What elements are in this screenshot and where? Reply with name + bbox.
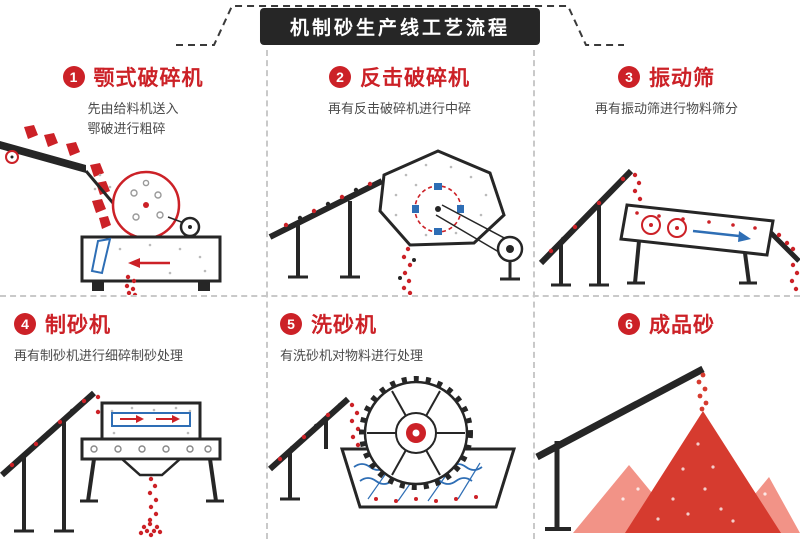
step-description: 有洗砂机对物料进行处理: [280, 348, 424, 363]
page-title: 机制砂生产线工艺流程: [259, 8, 541, 45]
step-name: 制砂机: [45, 314, 111, 337]
step-name: 振动筛: [649, 67, 715, 90]
step-name: 反击破碎机: [360, 67, 470, 90]
step-description: 再有振动筛进行物料筛分: [594, 101, 738, 116]
step-name: 洗砂机: [311, 314, 377, 337]
step-number-badge: 4: [14, 313, 36, 335]
step-heading: 2 反击破碎机: [266, 62, 533, 92]
step-number-badge: 6: [618, 313, 640, 335]
sand-maker-illustration: [0, 349, 266, 539]
step-heading: 1 颚式破碎机: [0, 62, 266, 92]
step-cell-sand-maker: 4 制砂机 再有制砂机进行细碎制砂处理: [0, 295, 266, 539]
step-heading: 6 成品砂: [533, 309, 800, 339]
grid-divider-vertical-1: [266, 50, 268, 539]
header: 机制砂生产线工艺流程: [0, 0, 800, 48]
finished-sand-illustration: [533, 349, 800, 539]
step-heading: 3 振动筛: [533, 62, 800, 92]
step-heading: 4 制砂机: [0, 309, 266, 339]
step-cell-finished-sand: 6 成品砂: [533, 295, 800, 539]
step-cell-impact-crusher: 2 反击破碎机 再有反击破碎机进行中碎: [266, 48, 533, 296]
step-description: 再有制砂机进行细碎制砂处理: [14, 348, 184, 363]
jaw-crusher-illustration: [0, 115, 266, 298]
step-cell-vibrating-screen: 3 振动筛 再有振动筛进行物料筛分: [533, 48, 800, 295]
step-number-badge: 3: [618, 66, 640, 88]
impact-crusher-illustration: [266, 115, 533, 296]
sand-washer-illustration: [266, 349, 533, 539]
step-description: 先由给料机送入 鄂破进行粗碎: [87, 101, 179, 137]
step-number-badge: 1: [62, 66, 85, 88]
step-cell-sand-washer: 5 洗砂机 有洗砂机对物料进行处理: [266, 295, 533, 539]
step-description: 再有反击破碎机进行中碎: [327, 101, 471, 116]
step-name: 颚式破碎机: [93, 67, 204, 90]
vibrating-screen-illustration: [533, 115, 800, 295]
step-number-badge: 2: [329, 66, 351, 88]
grid-divider-vertical-2: [533, 50, 535, 539]
step-number-badge: 5: [280, 313, 302, 335]
grid-divider-horizontal: [0, 295, 800, 297]
step-name: 成品砂: [649, 314, 715, 337]
step-heading: 5 洗砂机: [266, 309, 533, 339]
step-cell-jaw-crusher: 1 颚式破碎机 先由给料机送入 鄂破进行粗碎: [0, 48, 266, 298]
